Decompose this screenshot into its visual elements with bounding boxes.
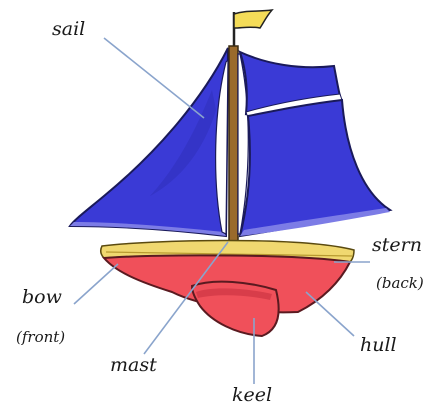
label-mast: mast	[110, 356, 157, 375]
label-bow: bow	[22, 288, 62, 307]
label-hull: hull	[360, 336, 397, 355]
mast-pole	[229, 46, 238, 242]
leader-bow	[74, 264, 118, 304]
leader-hull	[306, 292, 354, 336]
main-sail	[70, 48, 228, 236]
label-stern: stern	[372, 236, 422, 255]
label-bow-note: (front)	[16, 330, 65, 345]
leader-sail	[104, 38, 204, 118]
label-stern-note: (back)	[376, 276, 424, 291]
label-sail: sail	[52, 20, 85, 39]
flag	[234, 10, 272, 28]
label-keel: keel	[232, 386, 272, 405]
